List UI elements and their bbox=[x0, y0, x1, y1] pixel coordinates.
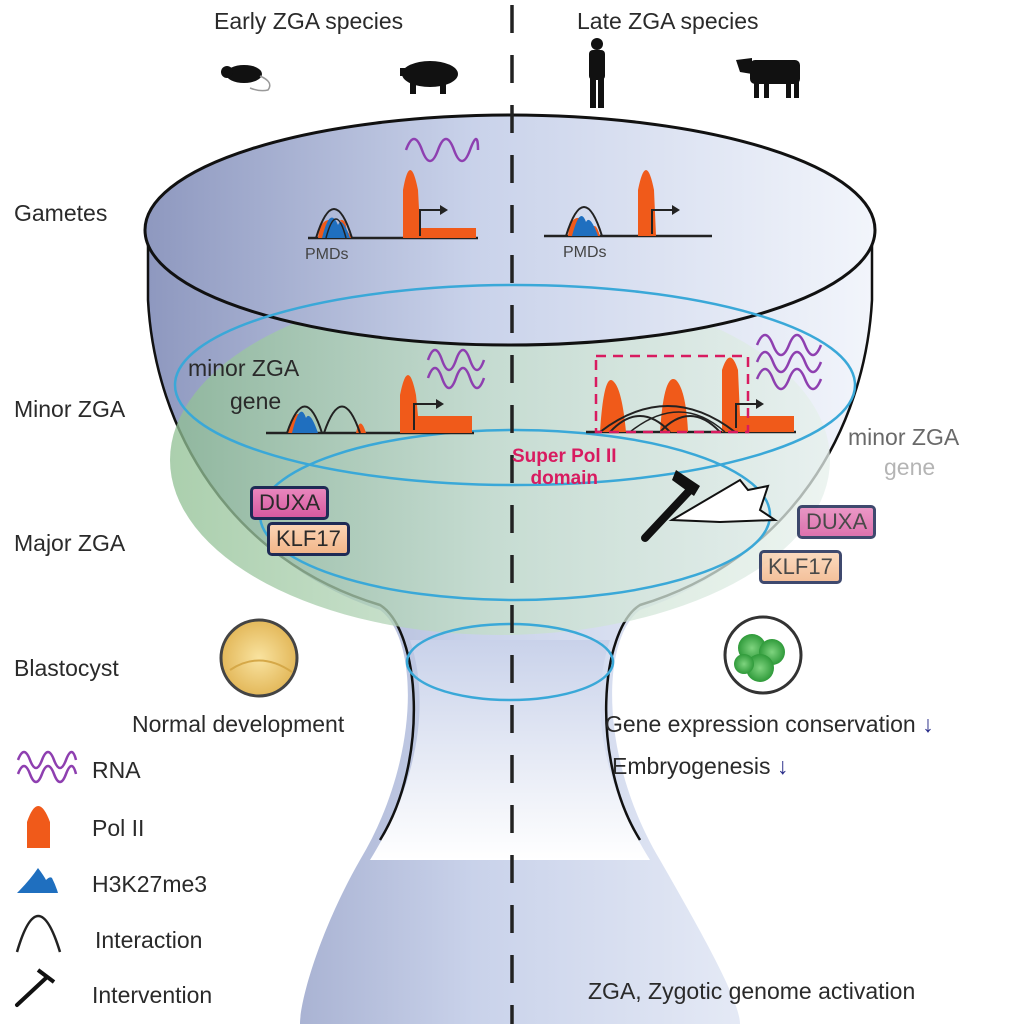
normal-development-label: Normal development bbox=[132, 711, 345, 737]
rna-wave bbox=[755, 350, 823, 374]
cup-stem bbox=[370, 640, 650, 860]
interaction-arc bbox=[629, 411, 726, 433]
late-zga-title: Late ZGA species bbox=[577, 8, 759, 34]
footnote: ZGA, Zygotic genome activation bbox=[588, 978, 916, 1004]
minor-zga-gene-label-line2: gene bbox=[230, 388, 282, 414]
minor-zga-ring bbox=[173, 283, 857, 487]
interaction-arc bbox=[599, 405, 736, 433]
blastocyst-normal-icon bbox=[219, 618, 299, 698]
rna-wave bbox=[755, 333, 823, 357]
super-domain-box bbox=[594, 354, 750, 434]
super-pol-ii-label: Super Pol II domain bbox=[512, 446, 617, 490]
embryogenesis-label: Embryogenesis ↓ bbox=[612, 753, 789, 779]
tss-arrow bbox=[419, 209, 440, 236]
tf-duxa-left: DUXA bbox=[250, 486, 330, 520]
pmds-label-right: PMDs bbox=[563, 244, 607, 261]
interaction-arc bbox=[325, 218, 347, 239]
break-shard bbox=[668, 478, 779, 524]
mouse-icon bbox=[221, 65, 271, 92]
cup-rim bbox=[143, 113, 877, 347]
legend-pol-ii-label: Pol II bbox=[92, 815, 145, 841]
super-pol-ii-label-line1: Super Pol II bbox=[512, 446, 617, 467]
rna-wave bbox=[755, 367, 823, 391]
interaction-arc bbox=[315, 208, 353, 239]
stage-major-zga: Major ZGA bbox=[14, 530, 126, 556]
super-pol-ii-domain-track bbox=[586, 333, 823, 434]
tss-arrow bbox=[651, 209, 672, 234]
pmds-label-left: PMDs bbox=[305, 246, 349, 263]
legend-interaction-label: Interaction bbox=[95, 927, 203, 953]
h3k27me3-mark bbox=[292, 411, 318, 433]
h3k27me3-icon bbox=[17, 868, 58, 893]
tf-klf17-right: KLF17 bbox=[759, 550, 842, 584]
legend-intervention-label: Intervention bbox=[92, 982, 213, 1008]
intervention-icon bbox=[15, 968, 56, 1007]
stage-minor-zga: Minor ZGA bbox=[14, 396, 126, 422]
gametes-left-track bbox=[308, 137, 480, 240]
human-icon bbox=[589, 38, 605, 108]
rna-icon bbox=[16, 750, 78, 784]
rna-wave bbox=[426, 366, 486, 390]
pol-ii-peak bbox=[722, 357, 794, 432]
tf-klf17-left: KLF17 bbox=[267, 522, 350, 556]
intervention-hammer-icon bbox=[641, 470, 779, 542]
interaction-arc bbox=[286, 405, 323, 434]
blastocyst-impaired-icon bbox=[723, 615, 803, 695]
gene-expression-conservation-label: Gene expression conservation ↓ bbox=[605, 711, 934, 737]
interaction-arc bbox=[565, 206, 603, 237]
down-arrow-icon: ↓ bbox=[776, 753, 789, 779]
super-pol-ii-label-line2: domain bbox=[530, 468, 599, 489]
stage-blastocyst: Blastocyst bbox=[14, 655, 119, 681]
pol-ii-peak bbox=[400, 375, 472, 433]
h3k27me3-mark bbox=[322, 217, 350, 238]
tss-arrow bbox=[735, 403, 756, 428]
legend-h3k27me3-label: H3K27me3 bbox=[92, 871, 208, 897]
h3k27me3-mark bbox=[572, 215, 598, 236]
down-arrow-icon: ↓ bbox=[922, 711, 934, 737]
minor-zga-left-track bbox=[266, 348, 486, 435]
legend-rna-label: RNA bbox=[92, 757, 141, 783]
tf-duxa-right: DUXA bbox=[797, 505, 877, 539]
minor-zga-gene-right-line2: gene bbox=[884, 454, 936, 480]
early-zga-title: Early ZGA species bbox=[214, 8, 404, 34]
interaction-arc bbox=[323, 405, 361, 434]
gametes-right-track bbox=[544, 170, 712, 238]
tss-arrow bbox=[413, 403, 436, 430]
stage-gametes: Gametes bbox=[14, 200, 108, 226]
pig-icon bbox=[400, 61, 458, 94]
pol-ii-peak bbox=[403, 170, 476, 238]
rna-wave bbox=[426, 348, 486, 372]
interaction-icon bbox=[15, 915, 62, 953]
pol-ii-icon bbox=[27, 806, 50, 848]
minor-zga-gene-label-line1: minor ZGA bbox=[188, 355, 300, 381]
cow-icon bbox=[736, 58, 800, 98]
minor-zga-gene-right-line1: minor ZGA bbox=[848, 424, 960, 450]
rna-wave bbox=[404, 137, 480, 163]
blastocyst-ring bbox=[405, 622, 615, 702]
interaction-arc bbox=[659, 415, 721, 433]
